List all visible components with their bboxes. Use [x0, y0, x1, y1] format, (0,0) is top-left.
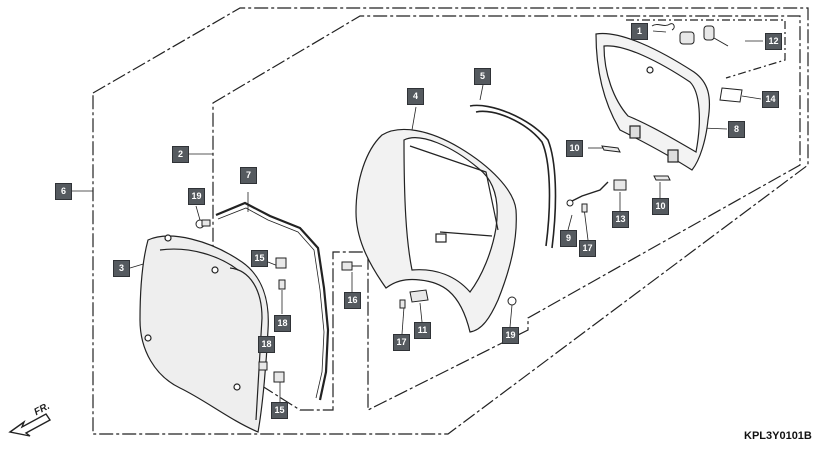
- part-17-screw-a: [581, 203, 588, 213]
- callout-15a: 15: [251, 250, 268, 267]
- callout-15b: 15: [271, 402, 288, 419]
- callout-19a: 19: [188, 188, 205, 205]
- callout-7: 6: [55, 183, 72, 200]
- callout-18b: 18: [258, 336, 275, 353]
- callout-19b: 19: [502, 327, 519, 344]
- part-5-seal: [469, 104, 557, 249]
- part-16-bolt: [341, 261, 362, 271]
- part-4-box-body: [355, 128, 517, 333]
- callout-6: 7: [240, 167, 257, 184]
- callout-4: 4: [407, 88, 424, 105]
- callout-17b: 17: [393, 334, 410, 351]
- part-10-hinge-pin-a: [601, 145, 621, 153]
- callout-8: 8: [728, 121, 745, 138]
- assembly-boundary-inner: [212, 15, 801, 411]
- callout-17a: 17: [579, 240, 596, 257]
- part-11-bracket: [409, 289, 429, 303]
- part-19-bolt-a: [195, 219, 211, 229]
- part-6-seal: [215, 201, 330, 401]
- part-18-screw-b: [258, 361, 268, 371]
- callout-1: 1: [631, 23, 648, 40]
- callout-3: 3: [113, 260, 130, 277]
- part-19-bolt-b: [507, 296, 517, 306]
- part-9-stay: [566, 181, 609, 207]
- diagram-code: KPL3Y0101B: [744, 430, 812, 442]
- callout-2: 2: [172, 146, 189, 163]
- callout-10b: 10: [652, 198, 669, 215]
- callout-12: 12: [765, 33, 782, 50]
- part-18-screw-a: [278, 279, 286, 290]
- part-10-hinge-pin-b: [653, 175, 671, 181]
- part-3-front-panel: [139, 234, 269, 433]
- callout-16: 16: [344, 292, 361, 309]
- callout-18a: 18: [274, 315, 291, 332]
- callout-13: 13: [612, 211, 629, 228]
- part-14-label: [719, 87, 743, 103]
- part-15-nut-b: [273, 371, 285, 383]
- callout-9: 9: [560, 230, 577, 247]
- callout-14: 14: [762, 91, 779, 108]
- callout-5: 5: [474, 68, 491, 85]
- front-direction-arrow-icon: [8, 413, 52, 437]
- lid-boundary: [626, 19, 786, 79]
- part-13-clip: [613, 179, 627, 191]
- part-1-lock-spring: [651, 23, 675, 31]
- callout-11: 11: [414, 322, 431, 339]
- part-15-nut-a: [275, 257, 287, 269]
- part-17-screw-b: [399, 299, 406, 309]
- callout-10a: 10: [566, 140, 583, 157]
- assembly-boundary-outer: [92, 7, 809, 435]
- part-12-key-cylinder: [679, 25, 729, 47]
- part-8-lid: [595, 32, 711, 171]
